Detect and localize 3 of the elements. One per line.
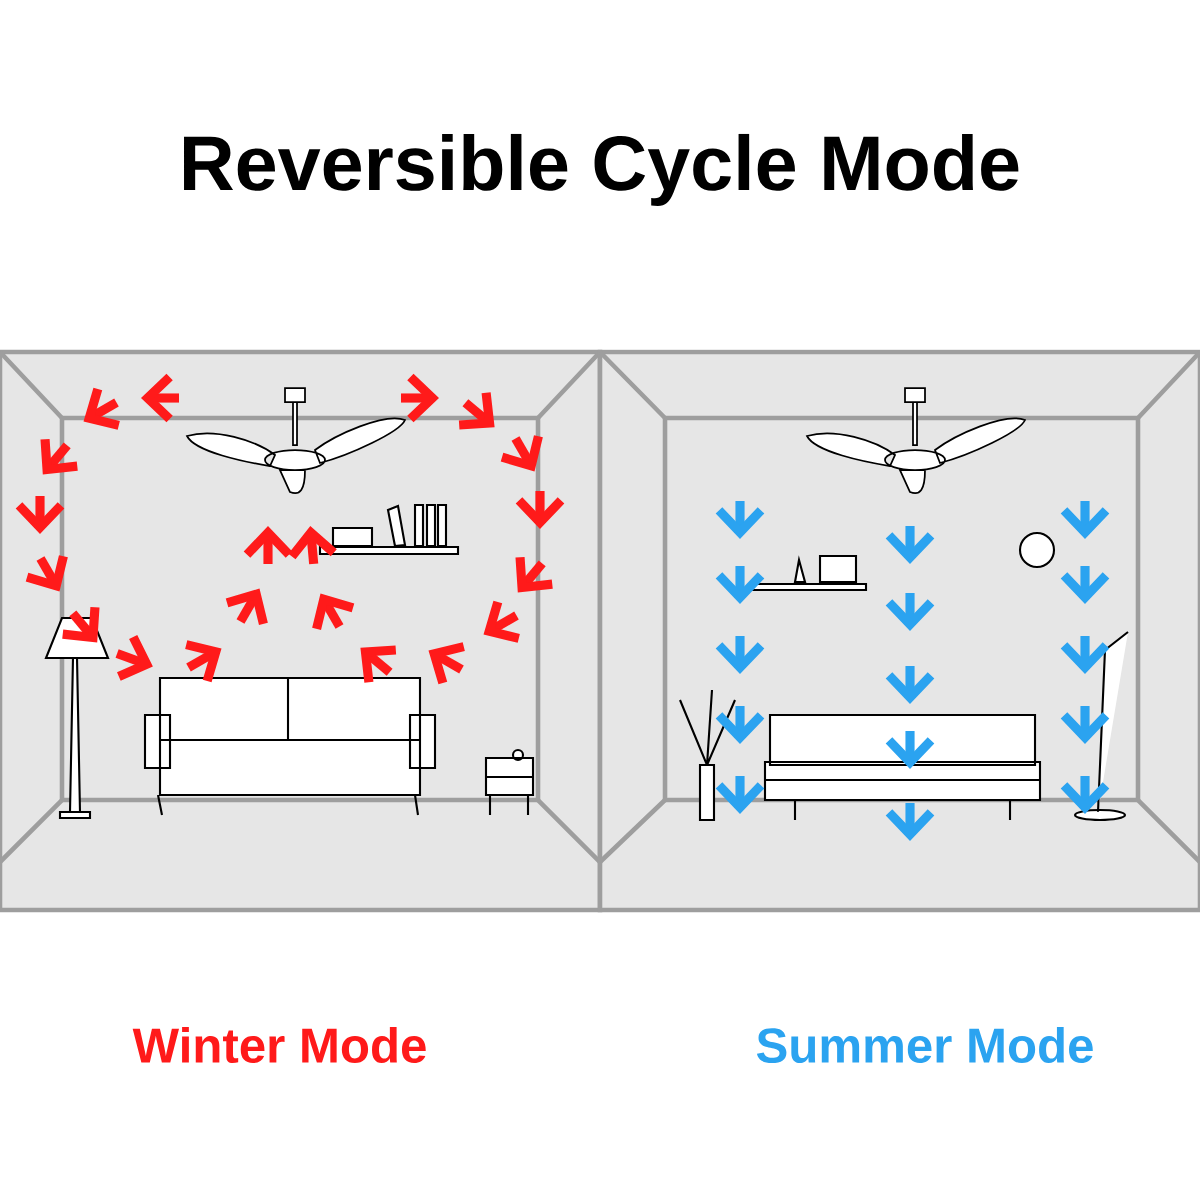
mode-label: Winter Mode (132, 1026, 426, 1064)
title: Reversible Cycle Mode (184, 133, 1019, 207)
mode-label: Summer Mode (756, 1026, 1093, 1064)
